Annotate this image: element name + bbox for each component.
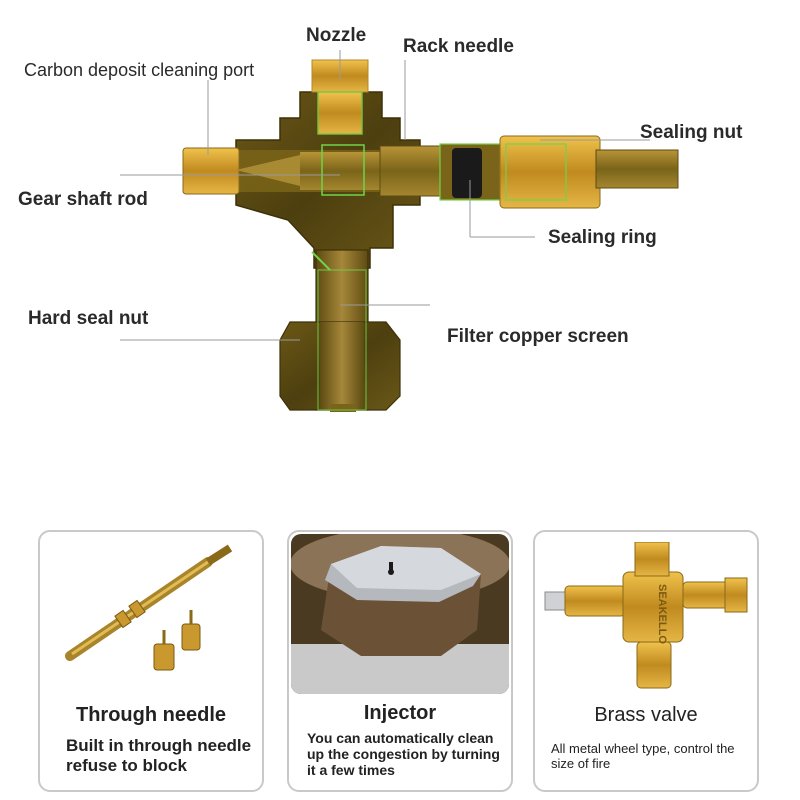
label-filter-copper-screen: Filter copper screen	[447, 326, 629, 347]
label-carbon-deposit-cleaning-port: Carbon deposit cleaning port	[24, 60, 255, 80]
green-accent	[311, 251, 331, 271]
label-hard-seal-nut: Hard seal nut	[28, 308, 149, 329]
spare-needle-1	[153, 630, 175, 671]
injector-photo	[291, 534, 509, 694]
card-desc-brass-valve: All metal wheel type, control the size o…	[551, 741, 735, 771]
card-title-injector: Injector	[363, 702, 437, 724]
card-title-brass-valve: Brass valve	[594, 704, 698, 726]
spare-needle-2	[181, 610, 201, 651]
brass-valve-photo: SEAKELLO	[544, 542, 748, 689]
valve-body	[235, 91, 421, 412]
label-sealing-nut: Sealing nut	[640, 122, 743, 143]
nozzle-part	[311, 59, 369, 135]
card-desc-injector: You can automatically clean up the conge…	[307, 730, 500, 779]
label-nozzle: Nozzle	[306, 25, 367, 46]
gear-shaft-rod-part	[182, 144, 441, 197]
label-rack-needle: Rack needle	[403, 36, 514, 57]
svg-text:SEAKELLO: SEAKELLO	[656, 584, 668, 644]
valve-stamp: SEAKELLO	[656, 584, 668, 644]
through-needle-photo	[65, 544, 233, 671]
card-desc-through-needle: Built in through needle refuse to block	[66, 736, 252, 775]
valve-cross-section-diagram	[120, 50, 679, 412]
filter-screen-outline	[317, 269, 367, 411]
card-brass-valve: SEAKELLO Brass valve All metal wheel typ…	[533, 530, 759, 792]
card-injector: Injector You can automatically clean up …	[287, 530, 513, 792]
card-through-needle: Through needle Built in through needle r…	[38, 530, 264, 792]
card-title-through-needle: Through needle	[76, 704, 226, 726]
label-sealing-ring: Sealing ring	[548, 227, 657, 248]
leader-lines	[120, 50, 650, 341]
sealing-nut-part	[499, 135, 679, 209]
label-gear-shaft-rod: Gear shaft rod	[18, 189, 148, 210]
